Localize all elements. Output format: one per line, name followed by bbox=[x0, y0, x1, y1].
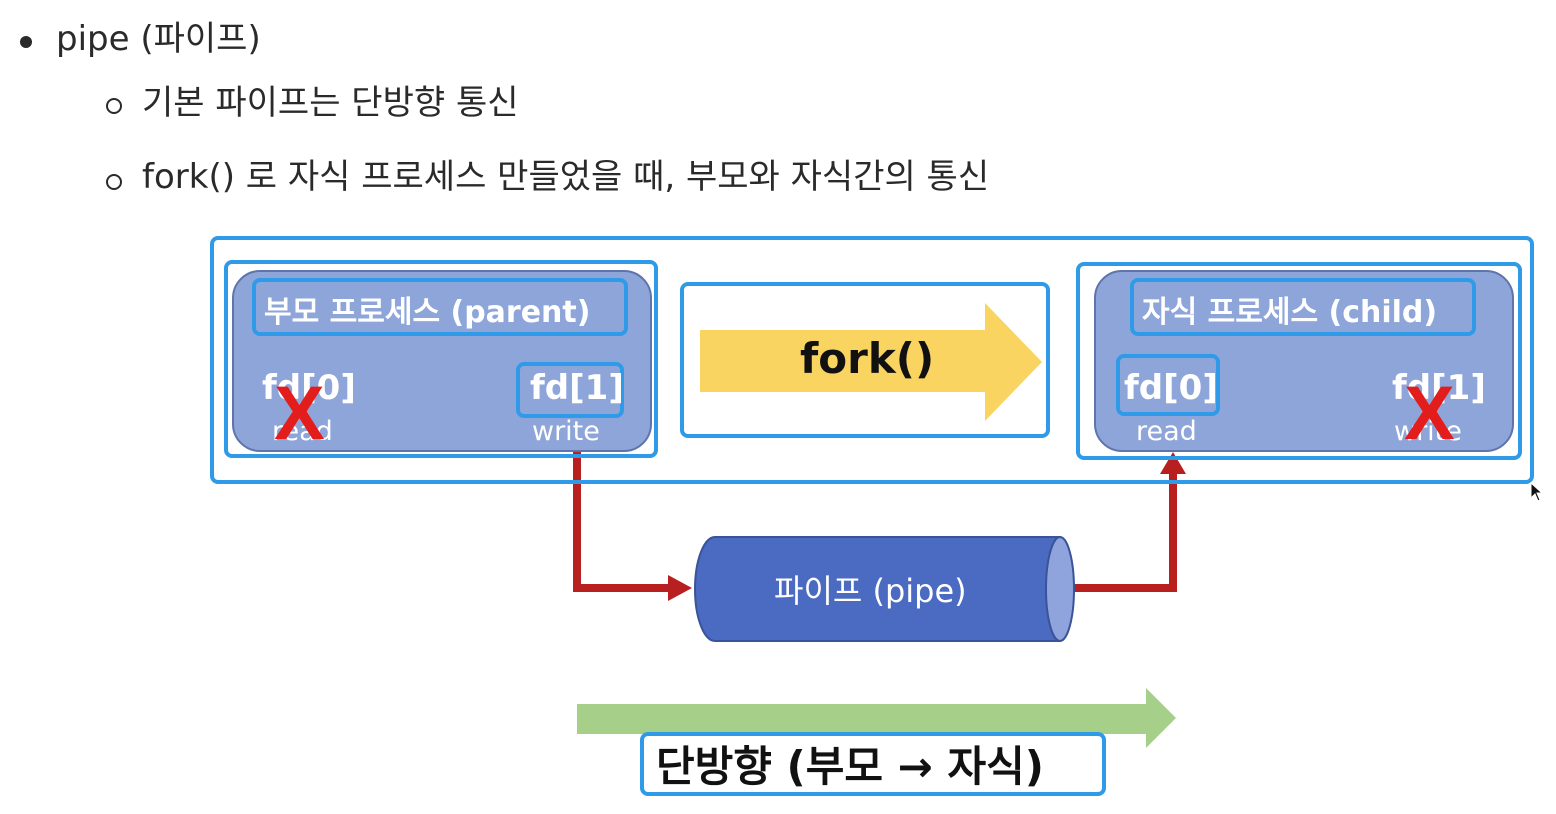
flow-line-to-pipe bbox=[573, 452, 672, 592]
direction-highlight-box bbox=[640, 732, 1106, 796]
flow-arrowhead-to-child bbox=[1160, 452, 1186, 474]
direction-label: 단방향 (부모 → 자식) bbox=[656, 742, 1044, 791]
flow-arrowhead-to-pipe bbox=[668, 575, 692, 601]
sub-bullet-text-2: fork() 로 자식 프로세스 만들었을 때, 부모와 자식간의 통신 bbox=[142, 157, 990, 197]
pipe-cylinder-body bbox=[694, 536, 1061, 642]
mouse-cursor-icon bbox=[1530, 482, 1544, 502]
child-fd0-highlight bbox=[1116, 354, 1220, 416]
child-title: 자식 프로세스 (child) bbox=[1142, 295, 1438, 330]
sub-bullet-text-1: 기본 파이프는 단방향 통신 bbox=[142, 83, 519, 123]
fork-arrow bbox=[700, 303, 1042, 421]
child-highlight-box bbox=[1076, 262, 1522, 460]
bullet-main-text: pipe (파이프) bbox=[56, 19, 261, 59]
parent-fd0: fd[0] bbox=[262, 368, 356, 408]
child-fd1-write: write bbox=[1394, 416, 1462, 447]
child-fd1: fd[1] bbox=[1392, 368, 1486, 408]
parent-title-highlight bbox=[252, 278, 628, 336]
pipe-label: 파이프 (pipe) bbox=[774, 572, 967, 610]
child-fd0-read: read bbox=[1136, 416, 1197, 447]
flow-line-to-child bbox=[1070, 472, 1177, 592]
parent-title: 부모 프로세스 (parent) bbox=[264, 295, 591, 330]
closed-x-icon: X bbox=[274, 371, 325, 456]
parent-fd0-read: read bbox=[272, 416, 333, 447]
closed-x-icon: X bbox=[1404, 371, 1455, 456]
parent-fd1-highlight bbox=[516, 362, 624, 418]
child-fd0: fd[0] bbox=[1124, 368, 1218, 408]
bullet-dot bbox=[20, 36, 32, 48]
parent-highlight-box bbox=[224, 260, 658, 458]
outer-highlight-box bbox=[210, 236, 1534, 484]
parent-process-box bbox=[232, 270, 652, 452]
child-title-highlight bbox=[1130, 278, 1476, 336]
sub-bullet-circle bbox=[106, 98, 122, 114]
fork-label: fork() bbox=[800, 334, 935, 383]
pipe-cylinder-end bbox=[1045, 536, 1075, 642]
parent-fd1: fd[1] bbox=[530, 368, 624, 408]
child-process-box bbox=[1094, 270, 1514, 452]
fork-highlight-box bbox=[680, 282, 1050, 438]
sub-bullet-circle bbox=[106, 174, 122, 190]
parent-fd1-write: write bbox=[532, 416, 600, 447]
